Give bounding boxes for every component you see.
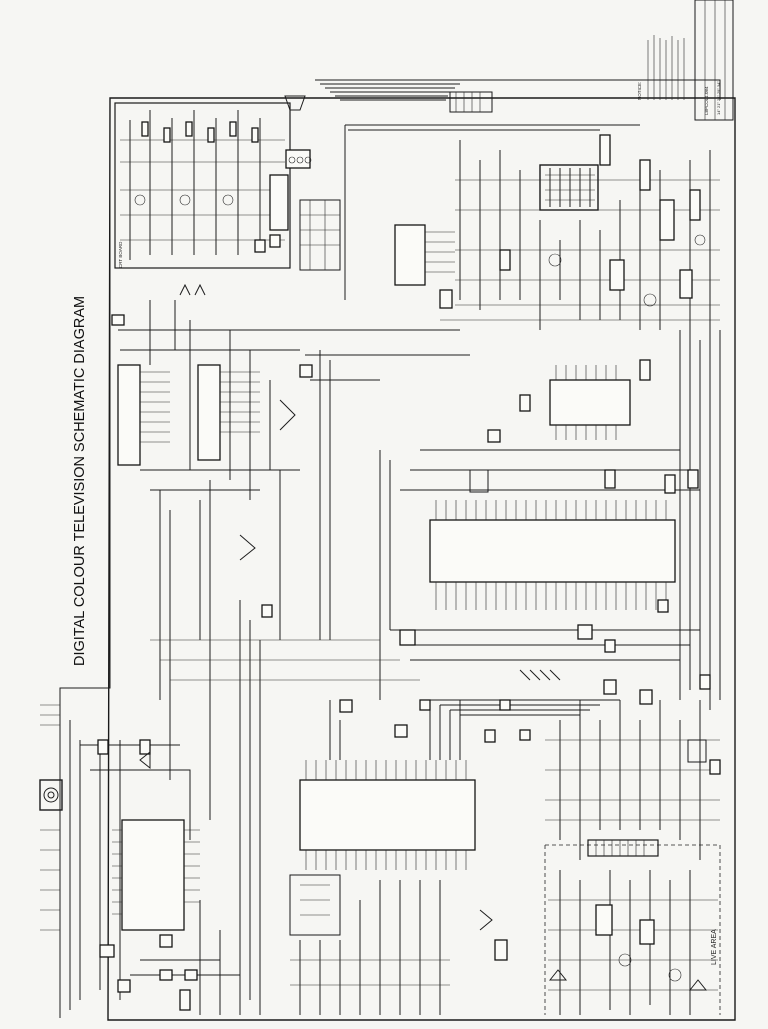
title-block-sizes: 14" 21" 25" 29" 34" [716,81,721,115]
top-bus-2 [344,124,640,300]
notes-heading: NOTICE: [637,82,642,100]
title-block: L8PCOL1.084 14" 21" 25" 29" 34" NOTICE: [637,0,734,121]
interconnect-wiring [159,450,391,820]
diagram-title: DIGITAL COLOUR TELEVISION SCHEMATIC DIAG… [72,296,88,666]
tuner-section [39,700,240,1015]
deflection-section [394,91,720,340]
crt-board: CRT BOARD [114,95,341,271]
power-supply-section: LIVE AREA [544,674,721,1015]
main-signal-ic [390,320,721,710]
micro-controller-ic [239,600,620,1015]
crt-board-label: CRT BOARD [118,241,123,268]
left-ic-section [111,283,470,640]
top-bus [315,79,721,101]
live-area-label: LIVE AREA [711,929,718,965]
live-area-boundary [544,844,721,1015]
title-block-code: L8PCOL1.084 [704,86,709,115]
sheet-border [107,97,736,1021]
passive-components [159,234,699,981]
interconnect-wiring-2 [150,639,420,681]
